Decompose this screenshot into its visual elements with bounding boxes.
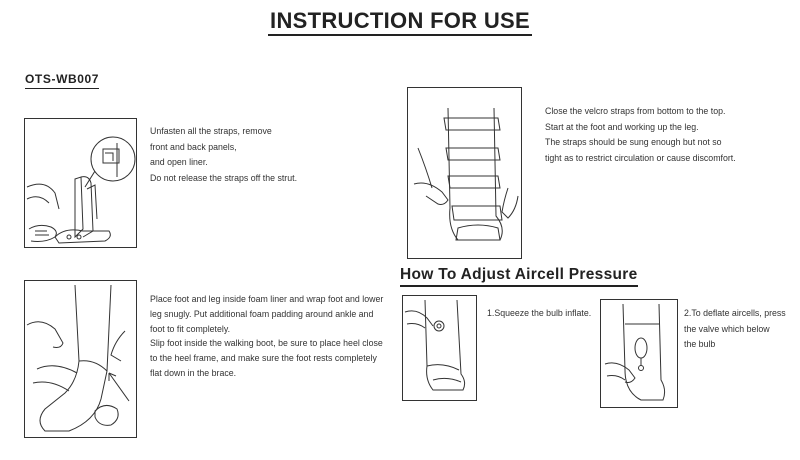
aircell-deflate-text: 2.To deflate aircells, press the valve w… — [684, 306, 786, 353]
step-3-line: Slip foot inside the walking boot, be su… — [150, 338, 383, 349]
step-3-illustration — [24, 280, 137, 438]
step-2-line: The straps should be sung enough but not… — [545, 137, 722, 147]
step-2-line: Start at the foot and working up the leg… — [545, 121, 699, 132]
step-2-text: Close the velcro straps from bottom to t… — [545, 104, 736, 166]
step-1-text: Unfasten all the straps, remove front an… — [150, 124, 297, 186]
step-1-line: front and back panels, — [150, 141, 237, 152]
aircell-deflate-line: the valve which below — [684, 323, 770, 334]
aircell-deflate-line: 2.To deflate aircells, press — [684, 308, 786, 318]
step-3-line: to the heel frame, and make sure the foo… — [150, 353, 377, 364]
aircell-deflate-illustration — [600, 299, 678, 408]
aircell-section-title: How To Adjust Aircell Pressure — [400, 266, 638, 287]
step-2-illustration — [407, 87, 522, 259]
aircell-inflate-line: 1.Squeeze the bulb inflate. — [487, 308, 592, 318]
aircell-inflate-text: 1.Squeeze the bulb inflate. — [487, 306, 591, 322]
step-3-line: flat down in the brace. — [150, 367, 237, 378]
model-number: OTS-WB007 — [25, 72, 100, 89]
step-2-line: tight as to restrict circulation or caus… — [545, 152, 736, 163]
page-title: INSTRUCTION FOR USE — [0, 8, 800, 36]
step-2-line: Close the velcro straps from bottom to t… — [545, 106, 726, 116]
step-3-text: Place foot and leg inside foam liner and… — [150, 292, 383, 381]
step-3-line: leg snugly. Put additional foam padding … — [150, 308, 374, 319]
step-1-line: Unfasten all the straps, remove — [150, 126, 272, 136]
step-3-line: foot to fit completely. — [150, 323, 231, 334]
aircell-inflate-illustration — [402, 295, 477, 401]
step-3-line: Place foot and leg inside foam liner and… — [150, 294, 384, 304]
aircell-deflate-line: the bulb — [684, 339, 716, 349]
step-1-line: and open liner. — [150, 157, 208, 167]
step-1-illustration — [24, 118, 137, 248]
step-1-line: Do not release the straps off the strut. — [150, 172, 298, 183]
